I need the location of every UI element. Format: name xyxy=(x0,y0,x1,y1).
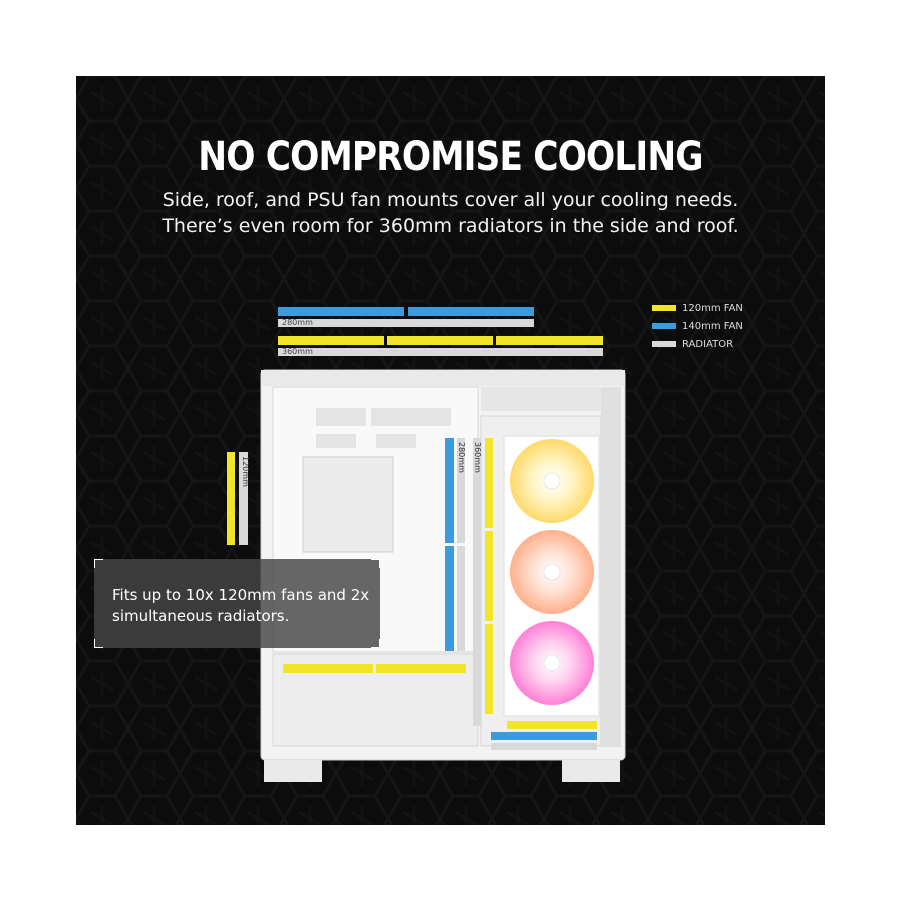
roof-120mm-fan-1 xyxy=(278,336,384,345)
side-280mm-radiator-lower xyxy=(457,546,465,651)
legend-item-120mm-fan: 120mm FAN xyxy=(652,299,743,317)
psu-120mm-fan-2 xyxy=(376,664,466,673)
legend-swatch-blue xyxy=(652,323,676,329)
pc-case-illustration xyxy=(227,307,626,782)
roof-120mm-fan-3 xyxy=(496,336,603,345)
roof-140mm-fan-1 xyxy=(278,307,404,316)
dimension-label-side-360mm: 360mm xyxy=(473,442,482,473)
dimension-label-top-280mm: 280mm xyxy=(282,318,313,327)
psu-120mm-fan-1 xyxy=(283,664,373,673)
legend-item-radiator: RADIATOR xyxy=(652,335,743,353)
roof-280mm-radiator xyxy=(278,319,534,327)
side-120mm-fan-3 xyxy=(485,624,493,714)
bottom-mount-diagram xyxy=(491,721,597,750)
side-140mm-fan-1 xyxy=(445,438,454,543)
bottom-120mm-fan xyxy=(507,721,597,729)
dimension-label-top-360mm: 360mm xyxy=(282,347,313,356)
promo-panel: NO COMPROMISE COOLING Side, roof, and PS… xyxy=(76,76,825,825)
bottom-radiator xyxy=(491,743,597,750)
side-360mm-radiator xyxy=(473,438,481,726)
rear-mount-diagram xyxy=(227,452,248,545)
callout-corner-top-right xyxy=(371,559,380,568)
subheadline-line-1: Side, roof, and PSU fan mounts cover all… xyxy=(162,189,739,211)
callout-corner-bottom-left xyxy=(94,639,103,648)
side-mount-diagram xyxy=(445,438,493,726)
callout-corner-top-left xyxy=(94,559,103,568)
roof-360mm-radiator xyxy=(278,348,603,356)
case-foot-right xyxy=(562,760,620,782)
legend-label: 120mm FAN xyxy=(682,302,743,314)
dimension-label-side-280mm: 280mm xyxy=(457,442,466,473)
callout-corner-bottom-right xyxy=(371,639,380,648)
subheadline-line-2: There’s even room for 360mm radiators in… xyxy=(162,215,739,237)
side-280mm-radiator-upper xyxy=(457,438,465,543)
headline: NO COMPROMISE COOLING xyxy=(198,134,703,180)
case-foot-left xyxy=(264,760,322,782)
rear-120mm-radiator xyxy=(239,452,248,545)
legend: 120mm FAN 140mm FAN RADIATOR xyxy=(652,299,743,353)
bottom-140mm-fan xyxy=(491,732,597,740)
psu-mount-diagram xyxy=(283,664,466,673)
side-fan-stack xyxy=(503,435,600,717)
side-140mm-fan-2 xyxy=(445,546,454,651)
roof-mount-diagram xyxy=(278,307,603,356)
roof-140mm-fan-2 xyxy=(408,307,534,316)
callout-text: Fits up to 10x 120mm fans and 2x simulta… xyxy=(112,586,370,625)
roof-120mm-fan-2 xyxy=(387,336,493,345)
legend-label: 140mm FAN xyxy=(682,320,743,332)
rear-120mm-fan xyxy=(227,452,235,545)
legend-label: RADIATOR xyxy=(682,338,734,350)
dimension-label-rear-120mm: 120mm xyxy=(241,456,250,487)
legend-item-140mm-fan: 140mm FAN xyxy=(652,317,743,335)
callout-box: Fits up to 10x 120mm fans and 2x simulta… xyxy=(94,559,380,648)
legend-swatch-yellow xyxy=(652,305,676,311)
side-120mm-fan-2 xyxy=(485,531,493,621)
side-120mm-fan-1 xyxy=(485,438,493,528)
motherboard-cutout xyxy=(302,456,394,553)
legend-swatch-gray xyxy=(652,341,676,347)
